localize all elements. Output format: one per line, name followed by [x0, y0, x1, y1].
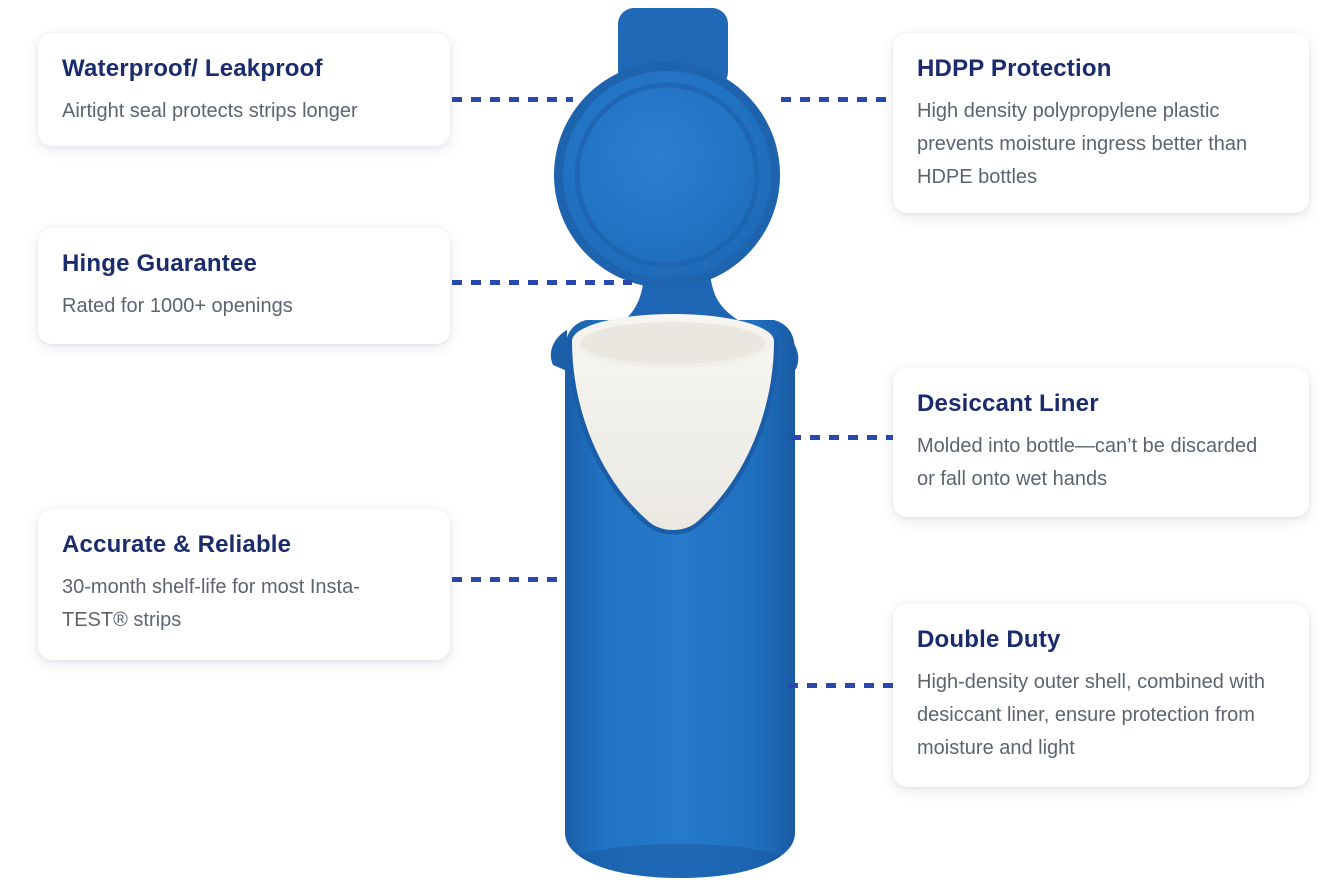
callout-card-accurate: Accurate & Reliable 30-month shelf-life … — [38, 509, 450, 660]
callout-title: Double Duty — [917, 626, 1061, 653]
bottle-illustration — [550, 8, 799, 878]
callout-card-hdpp: HDPP Protection High density polypropyle… — [893, 33, 1309, 213]
callout-description: Airtight seal protects strips longer — [62, 100, 358, 122]
connector-line-hdpp — [781, 97, 893, 102]
callout-description: High-density outer shell, combined with … — [917, 671, 1265, 759]
callout-card-hinge: Hinge Guarantee Rated for 1000+ openings — [38, 228, 450, 344]
callout-description: High density polypropylene plastic preve… — [917, 100, 1248, 188]
connector-line-waterproof — [452, 97, 573, 102]
connector-line-hinge — [452, 280, 632, 285]
callout-description: Rated for 1000+ openings — [62, 295, 293, 317]
left-lip — [550, 330, 567, 371]
callout-description: Molded into bottle—can’t be discarded or… — [917, 435, 1258, 490]
connector-line-double-duty — [788, 683, 893, 688]
callout-title: Waterproof/ Leakproof — [62, 55, 323, 82]
callout-title: Desiccant Liner — [917, 390, 1099, 417]
callout-card-desiccant: Desiccant Liner Molded into bottle—can’t… — [893, 368, 1309, 517]
open-lid — [554, 62, 780, 288]
callout-title: Accurate & Reliable — [62, 531, 292, 558]
connector-line-desiccant — [791, 435, 893, 440]
connector-line-accurate — [452, 577, 565, 582]
bottle-base-shadow — [566, 844, 794, 878]
callout-title: HDPP Protection — [917, 55, 1112, 82]
callout-title: Hinge Guarantee — [62, 250, 258, 277]
callout-description: 30-month shelf-life for most Insta-TEST®… — [62, 576, 360, 631]
callout-card-waterproof: Waterproof/ Leakproof Airtight seal prot… — [38, 33, 450, 146]
desiccant-liner — [567, 314, 779, 535]
callout-card-double-duty: Double Duty High-density outer shell, co… — [893, 604, 1309, 787]
